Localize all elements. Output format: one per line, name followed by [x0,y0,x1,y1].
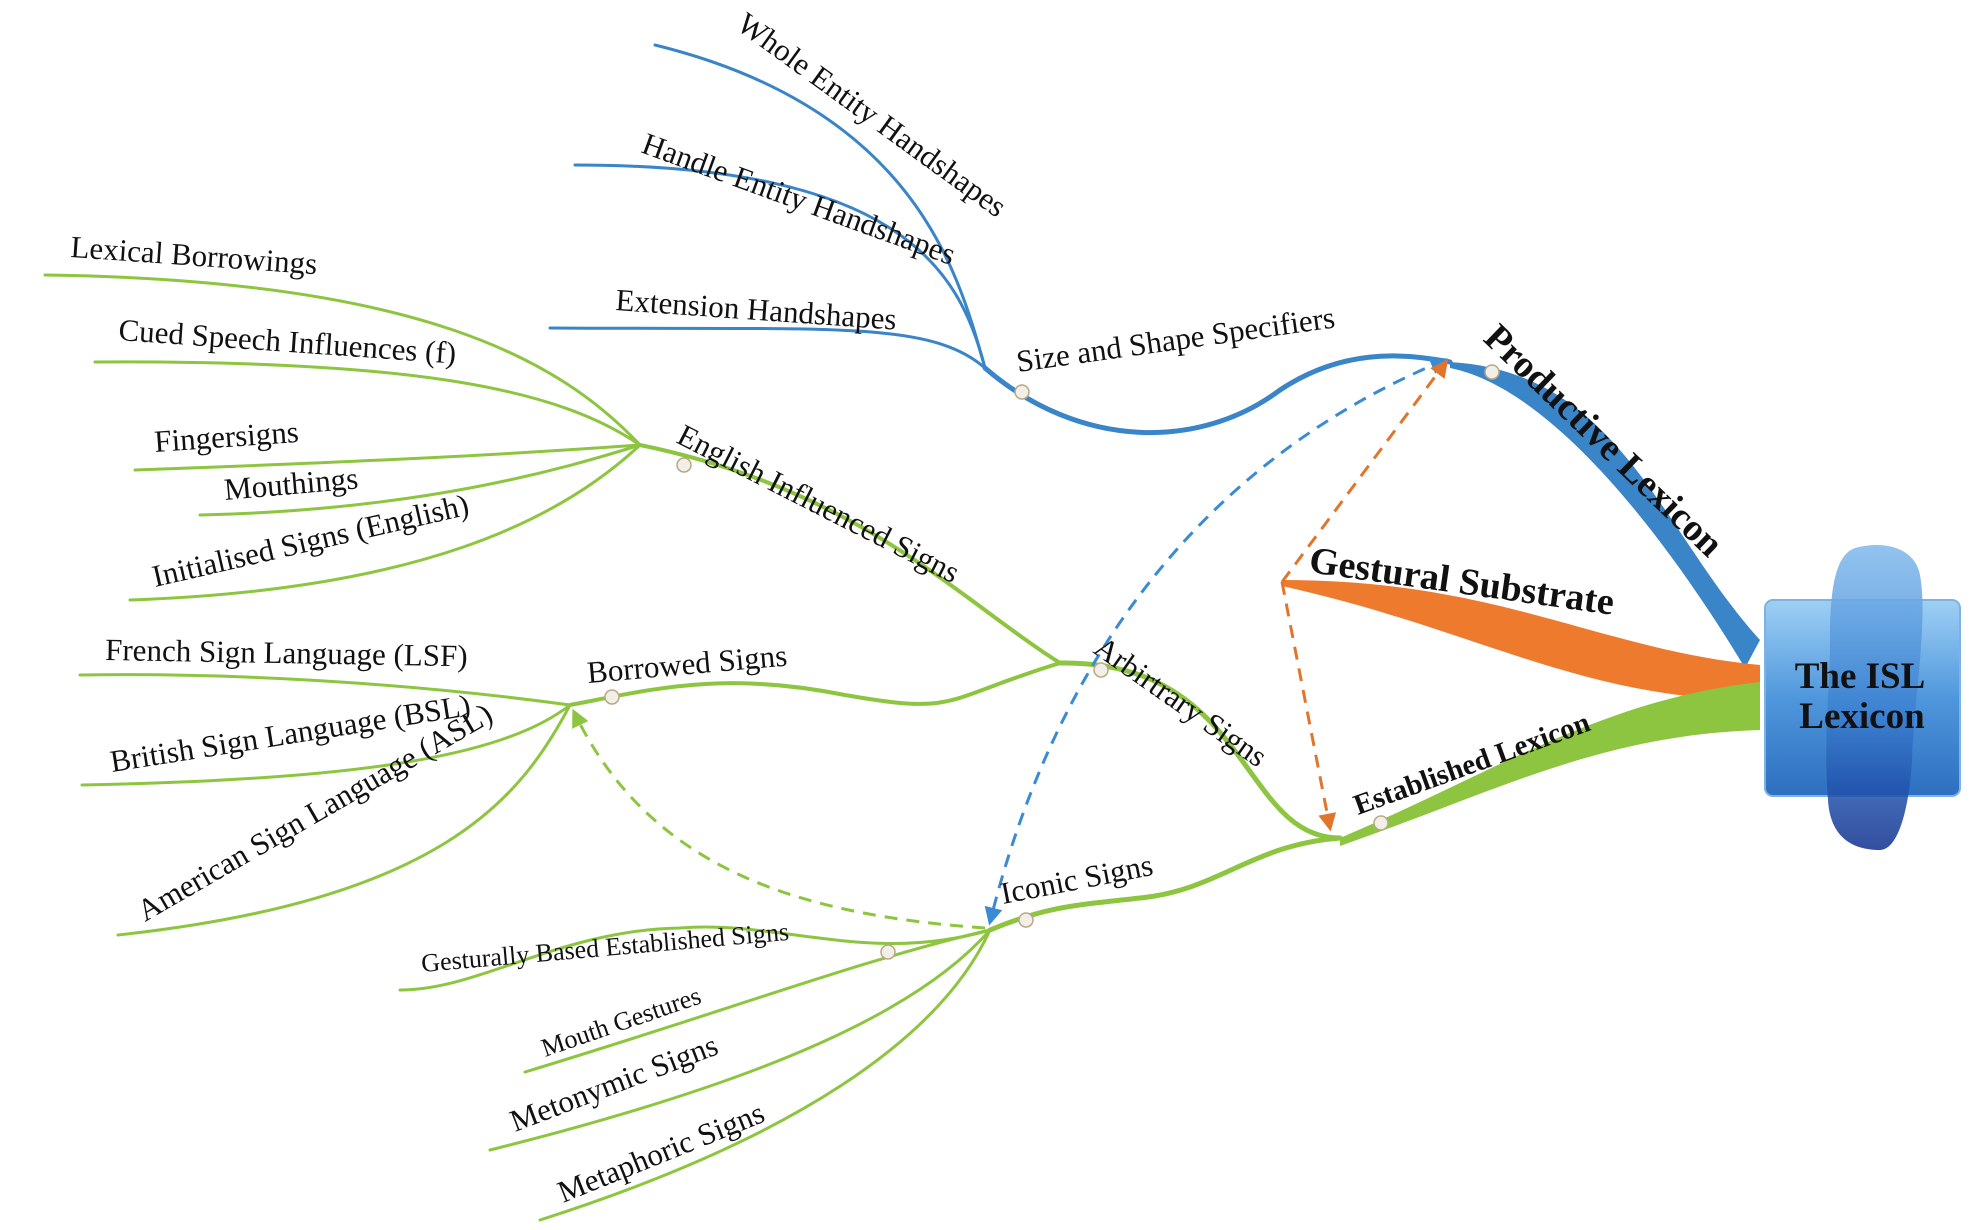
productive-lexicon-label: Productive Lexicon [1476,316,1732,565]
productive-branch [1450,362,1760,668]
node-marker [1014,384,1030,400]
root-blob-icon [1826,545,1923,850]
node-marker [1484,364,1500,380]
english-influenced-label: English Influenced Signs [672,417,966,590]
gesturally-based-branch [398,925,992,992]
metonymic-branch [488,928,992,1152]
asl-branch [116,703,572,937]
node-marker [1093,662,1109,678]
productive-iconic-arrow [984,357,1449,926]
node-marker [676,457,692,473]
node-marker [1018,912,1034,928]
gestural-established-arrow [1280,581,1337,832]
initialised-branch [128,443,642,602]
arbitrary-label: Arbirtrary Signs [1088,629,1274,774]
english-influenced-branch [638,443,1062,665]
lsf-branch [78,673,572,707]
initialised-label: Initialised Signs (English) [149,487,472,594]
bsl-branch [80,703,572,787]
lsf-label: French Sign Language (LSF) [105,632,468,673]
node-marker [604,689,620,705]
extension-branch [548,326,987,370]
mouthings-branch [198,443,642,517]
lexical-borrowings-branch [43,273,642,447]
arbitrary-branch [1057,660,1343,841]
node-marker [1373,815,1389,831]
fingersigns-branch [133,443,642,472]
established-branch [1340,682,1760,846]
node-marker [880,944,896,960]
root-label-line2: Lexicon [1799,696,1925,737]
gesturally-based-label: Gesturally Based Established Signs [420,917,790,978]
metaphoric-branch [538,928,992,1222]
root-label-line1: The ISL [1795,656,1926,697]
handle-entity-branch [573,163,987,370]
size-shape-label: Size and Shape Specifiers [1014,300,1337,379]
lexical-borrowings-label: Lexical Borrowings [70,229,319,281]
cued-speech-branch [93,360,642,447]
borrowed-branch [568,661,1062,707]
iconic-borrowed-arrow [572,708,986,930]
mouth-gestures-branch [523,928,992,1074]
fingersigns-label: Fingersigns [153,414,300,459]
gestural-productive-arrow [1280,359,1449,583]
